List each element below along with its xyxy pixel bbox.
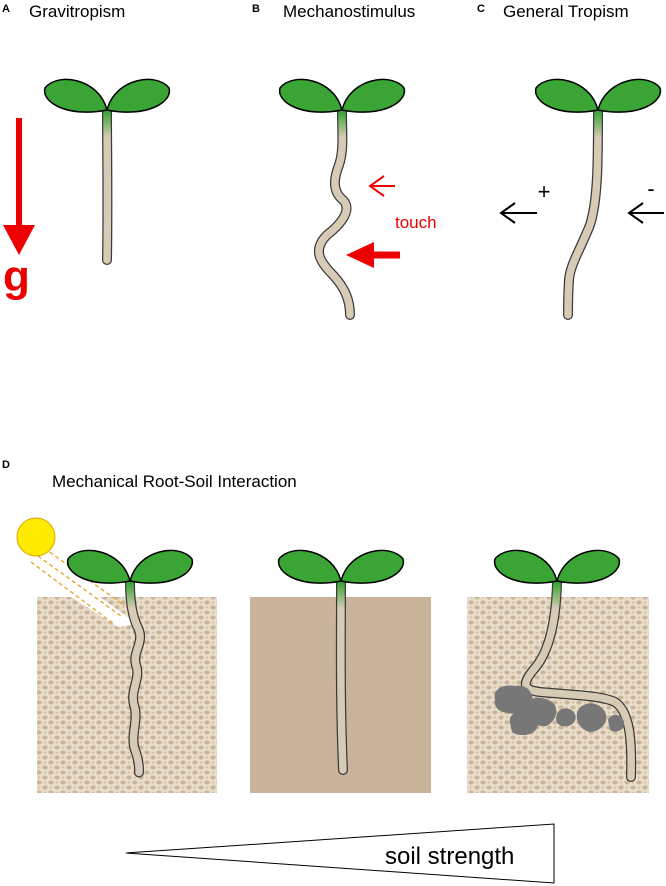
cotyledon-right <box>129 549 194 584</box>
touch-arrow-large-icon <box>346 242 400 268</box>
seedling-a <box>43 78 171 265</box>
cotyledon-right <box>597 78 662 113</box>
panel-c: C General Tropism + - <box>477 2 664 320</box>
panel-a-title: Gravitropism <box>29 2 125 21</box>
panel-c-letter: C <box>477 3 485 15</box>
cotyledon-left <box>277 549 342 584</box>
touch-arrow-small-icon <box>368 175 395 197</box>
seedling-c <box>534 78 662 320</box>
root-body <box>564 108 602 319</box>
panel-d-title: Mechanical Root-Soil Interaction <box>52 472 297 491</box>
root-body <box>126 579 144 777</box>
soil-strength-gradient: soil strength <box>125 823 555 884</box>
positive-sign: + <box>538 179 551 204</box>
touch-label: touch <box>395 213 437 232</box>
negative-sign: - <box>647 176 654 201</box>
loose-soil-block <box>37 568 217 793</box>
cotyledon-right <box>106 78 171 113</box>
gravity-arrow-icon <box>3 118 35 255</box>
panel-d: D Mechanical Root-Soil Interaction <box>2 459 649 884</box>
cotyledon-right <box>556 549 621 584</box>
cotyledon-left <box>534 78 599 113</box>
root-body <box>315 108 354 319</box>
left-arrow-positive-icon <box>499 202 537 224</box>
cotyledon-left <box>493 549 558 584</box>
soil-strength-label: soil strength <box>385 843 514 870</box>
seedling-b <box>278 78 406 320</box>
cotyledon-right <box>341 78 406 113</box>
cotyledon-right <box>340 549 405 584</box>
seedling-d-stones <box>493 549 637 782</box>
soil-gap <box>42 568 140 627</box>
panel-b: B Mechanostimulus touch <box>252 2 437 320</box>
root-body <box>337 579 347 774</box>
cotyledon-left <box>278 78 343 113</box>
panel-b-letter: B <box>252 3 260 15</box>
seedling-d-loose <box>66 549 194 778</box>
panel-c-title: General Tropism <box>503 2 629 21</box>
stone-cluster <box>494 685 625 736</box>
gravity-symbol: g <box>3 252 30 301</box>
panel-a: A Gravitropism g <box>2 2 171 301</box>
cotyledon-left <box>66 549 131 584</box>
panel-d-letter: D <box>2 459 10 471</box>
seedling-d-compact <box>277 549 405 775</box>
root-body <box>522 579 635 781</box>
panel-a-letter: A <box>2 3 10 15</box>
panel-b-title: Mechanostimulus <box>283 2 415 21</box>
left-arrow-negative-icon <box>627 202 664 224</box>
cotyledon-left <box>43 78 108 113</box>
